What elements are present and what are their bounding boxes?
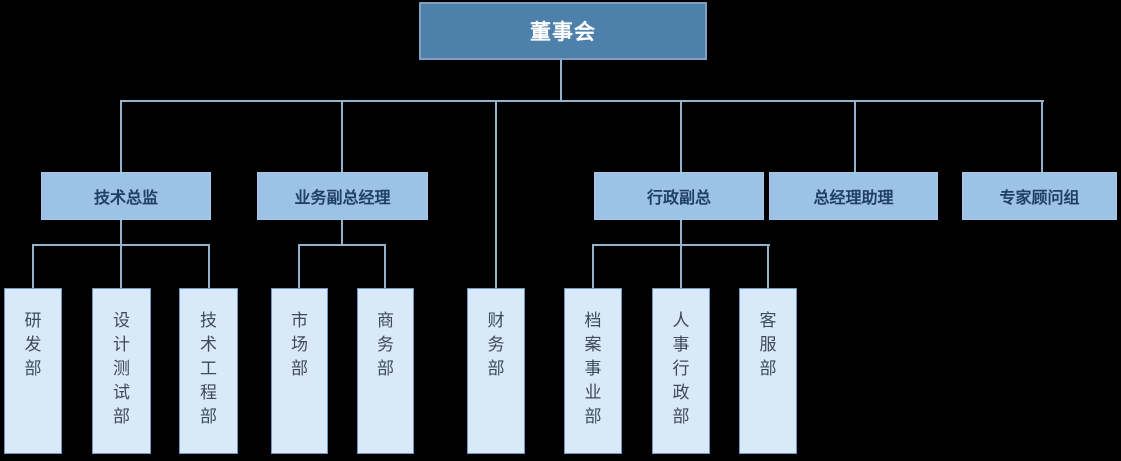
connector-drop-archives [592,244,594,288]
org-node-board[interactable]: 董事会 [419,2,707,60]
connector-drop-marketing [298,244,300,288]
org-node-marketing-dept[interactable]: 市 场 部 [271,288,328,454]
org-node-rd-dept[interactable]: 研 发 部 [4,288,62,454]
connector-bar-tech [32,244,210,246]
org-node-gm-assistant[interactable]: 总经理助理 [769,172,938,220]
connector-bar-business [298,244,386,246]
connector-main-bar [120,100,1044,102]
org-node-archives-dept[interactable]: 档 案 事 业 部 [564,288,622,454]
org-node-expert-group[interactable]: 专家顾问组 [962,172,1117,220]
org-node-commerce-dept[interactable]: 商 务 部 [357,288,414,454]
org-node-design-testing-dept[interactable]: 设 计 测 试 部 [92,288,151,454]
connector-stem-tech [120,220,122,288]
connector-root-stem [560,60,562,100]
connector-drop-engineering [208,244,210,288]
connector-bar-admin [592,244,770,246]
org-node-tech-engineering-dept[interactable]: 技 术 工 程 部 [179,288,238,454]
org-node-tech-director[interactable]: 技术总监 [41,172,211,220]
org-node-customer-service-dept[interactable]: 客 服 部 [739,288,797,454]
connector-drop-gm-assistant [854,100,856,172]
org-node-hr-admin-dept[interactable]: 人 事 行 政 部 [652,288,710,454]
connector-stem-business [341,220,343,244]
connector-drop-business-vp [341,100,343,172]
org-node-finance-dept[interactable]: 财 务 部 [467,288,525,454]
connector-stem-admin [680,220,682,288]
connector-drop-tech-director [120,100,122,172]
connector-drop-expert-group [1041,100,1043,172]
connector-drop-admin-vp [680,100,682,172]
connector-drop-commerce [384,244,386,288]
connector-drop-finance [495,100,497,288]
connector-drop-customer-service [767,244,769,288]
connector-drop-rd [32,244,34,288]
org-node-admin-vp[interactable]: 行政副总 [594,172,764,220]
org-node-business-vp[interactable]: 业务副总经理 [257,172,428,220]
